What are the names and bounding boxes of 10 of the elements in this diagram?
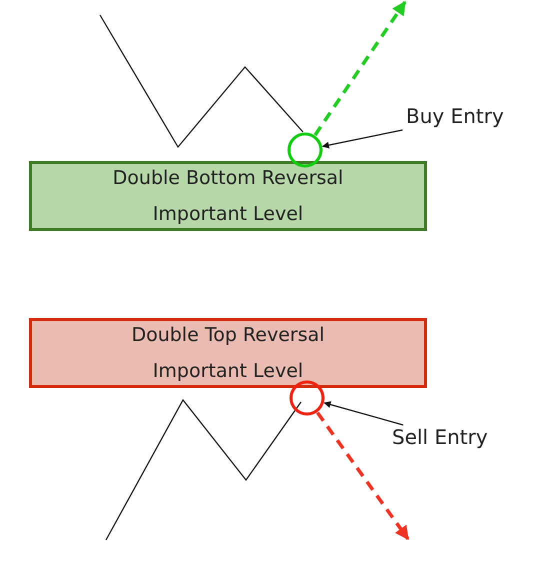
level-label: Double Bottom Reversal Important Level: [112, 166, 344, 227]
direction-arrow: [314, 0, 406, 136]
direction-arrow: [316, 412, 410, 540]
level-box: [29, 318, 427, 388]
entry-label: Sell Entry: [392, 425, 489, 449]
leader-arrow: [322, 129, 403, 149]
entry-label: Buy Entry: [406, 104, 505, 128]
level-label: Double Top Reversal Important Level: [130, 323, 326, 384]
leader-arrow: [324, 401, 404, 426]
level-box: [29, 161, 427, 231]
